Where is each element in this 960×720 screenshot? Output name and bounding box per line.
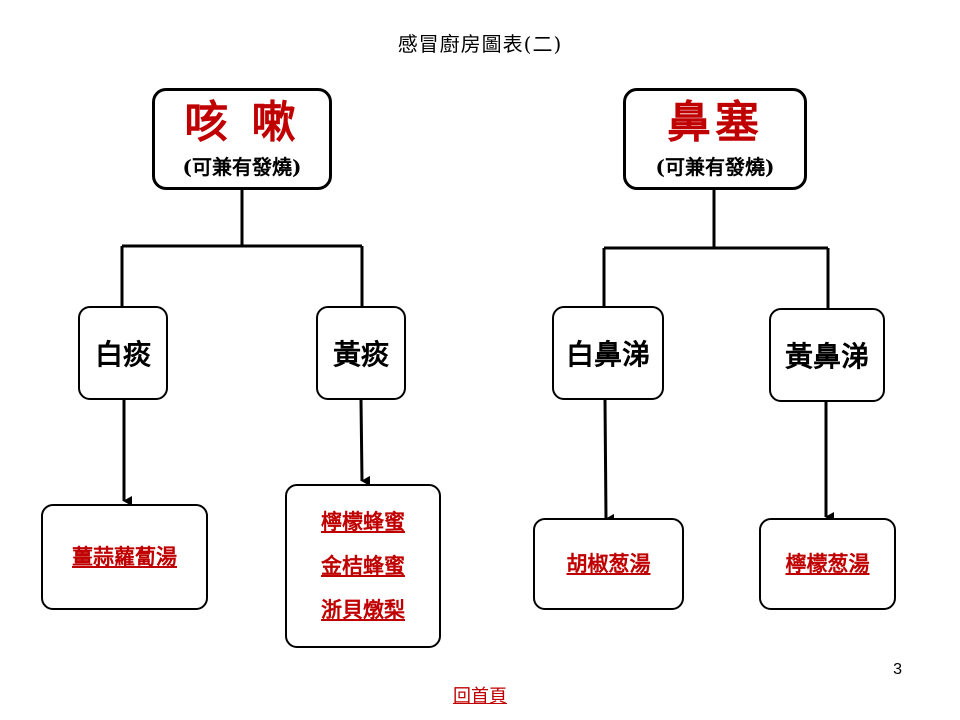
remedy-link-ginger-garlic-radish[interactable]: 薑蒜蘿蔔湯: [72, 544, 177, 569]
yellow-phlegm-box: 黃痰: [316, 306, 406, 400]
remedy-link-fritillaria-pear[interactable]: 浙貝燉梨: [321, 597, 405, 622]
remedy-link-kumquat-honey[interactable]: 金桔蜂蜜: [321, 553, 405, 578]
remedy-link-pepper-scallion-soup[interactable]: 胡椒葱湯: [566, 551, 651, 576]
nasal-congestion-root-box: 鼻塞 (可兼有發燒): [623, 88, 807, 190]
home-link[interactable]: 回首頁: [453, 686, 507, 707]
cough-root-box: 咳 嗽 (可兼有發燒): [152, 88, 332, 190]
cough-label: 咳 嗽: [184, 97, 300, 148]
cough-sub-label: (可兼有發燒): [182, 155, 302, 179]
white-phlegm-remedy-box: 薑蒜蘿蔔湯: [41, 504, 208, 610]
nasal-congestion-sub-label: (可兼有發燒): [655, 155, 775, 179]
yellow-mucus-label: 黃鼻涕: [784, 340, 869, 373]
white-phlegm-box: 白痰: [78, 306, 168, 400]
page-number: 3: [893, 661, 902, 678]
yellow-mucus-box: 黃鼻涕: [769, 308, 885, 402]
white-mucus-label: 白鼻涕: [565, 338, 650, 371]
white-phlegm-label: 白痰: [94, 338, 151, 371]
white-mucus-box: 白鼻涕: [552, 306, 664, 400]
yellow-phlegm-label: 黃痰: [332, 338, 389, 371]
page-title: 感冒廚房圖表(二): [397, 32, 563, 56]
remedy-link-lemon-scallion-soup[interactable]: 檸檬葱湯: [785, 551, 870, 576]
remedy-link-lemon-honey[interactable]: 檸檬蜂蜜: [321, 509, 405, 534]
nasal-congestion-label: 鼻塞: [667, 97, 763, 148]
yellow-mucus-remedy-box: 檸檬葱湯: [759, 518, 896, 610]
yellow-phlegm-remedy-box: 檸檬蜂蜜 金桔蜂蜜 浙貝燉梨: [285, 484, 441, 648]
white-mucus-remedy-box: 胡椒葱湯: [533, 518, 684, 610]
